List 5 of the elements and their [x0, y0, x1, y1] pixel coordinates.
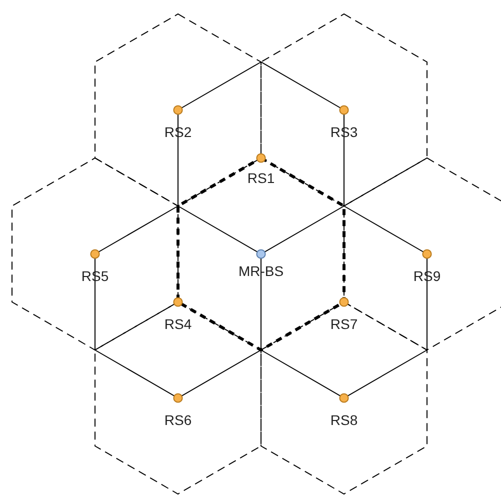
station-label: RS6	[164, 412, 192, 428]
station-label: RS4	[164, 316, 192, 332]
station-label: RS1	[247, 170, 275, 186]
station-label: RS7	[330, 316, 358, 332]
station-label: RS8	[330, 412, 358, 428]
